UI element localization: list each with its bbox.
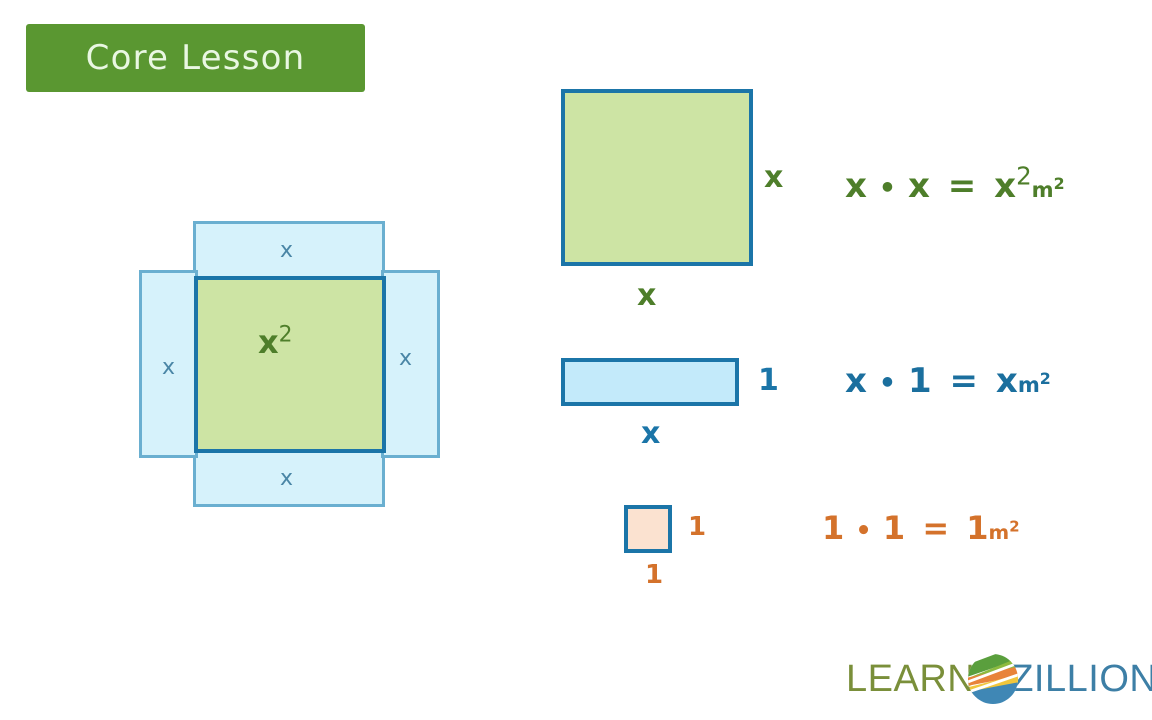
row3-eq-unit-exponent: 2: [1009, 517, 1020, 536]
row1-eq-unit-exponent: 2: [1053, 173, 1065, 193]
net-left-flap: [139, 270, 198, 458]
learnzillion-logo: LEARN ZILLION: [846, 651, 1152, 707]
row1-equation: x • x = x2m2: [845, 164, 1065, 206]
row2-eq-left-a: x: [845, 361, 867, 401]
row3-equation: 1 • 1 = 1m2: [822, 512, 1020, 545]
logo-zillion-text: ZILLION: [1010, 657, 1152, 700]
net-left-flap-label: x: [162, 355, 176, 380]
row3-eq-result: 1: [966, 509, 989, 547]
row2-eq-unit: m2: [1017, 368, 1051, 397]
row1-bottom-label: x: [637, 278, 657, 313]
globe-icon: [967, 653, 1019, 705]
row3-eq-operator: •: [855, 516, 872, 546]
row2-bottom-label: x: [641, 416, 661, 451]
row1-eq-result-exponent: 2: [1016, 161, 1032, 191]
row1-eq-operator: •: [878, 173, 897, 204]
row2-side-label: 1: [758, 363, 779, 398]
row2-eq-unit-base: m: [1017, 372, 1040, 397]
net-center-base: x: [258, 323, 279, 361]
net-center-square: [194, 276, 386, 453]
net-center-square-label: x2: [258, 323, 292, 361]
net-right-flap-label: x: [399, 346, 413, 371]
core-lesson-badge: Core Lesson: [26, 24, 365, 92]
row1-eq-unit: m2: [1031, 173, 1065, 202]
core-lesson-badge-label: Core Lesson: [85, 38, 306, 78]
row1-eq-unit-base: m: [1031, 177, 1054, 202]
net-bottom-flap-label: x: [280, 466, 294, 491]
net-bottom-flap: [193, 448, 385, 507]
row3-eq-equals: =: [922, 509, 950, 547]
row2-eq-unit-exponent: 2: [1039, 368, 1051, 388]
row1-eq-equals: =: [947, 166, 977, 206]
row3-bottom-label: 1: [645, 560, 664, 590]
row3-eq-unit: m2: [988, 519, 1020, 544]
row1-eq-result: x: [994, 166, 1017, 206]
row1-side-label: x: [764, 160, 784, 195]
row2-equation: x • 1 = xm2: [845, 364, 1051, 398]
row3-eq-unit-base: m: [988, 521, 1010, 544]
row1-eq-left-b: x: [908, 166, 930, 206]
row1-eq-left-a: x: [845, 166, 867, 206]
row2-eq-equals: =: [949, 361, 979, 401]
row2-eq-result: x: [995, 361, 1018, 401]
net-top-flap-label: x: [280, 238, 294, 263]
row3-eq-left-a: 1: [822, 509, 845, 547]
row2-blue-rectangle: [561, 358, 739, 406]
net-center-exponent: 2: [278, 322, 293, 348]
row2-eq-left-b: 1: [908, 361, 932, 401]
net-right-flap: [381, 270, 440, 458]
row1-green-square: [561, 89, 753, 266]
logo-learn-text: LEARN: [846, 657, 976, 700]
row3-peach-square: [624, 505, 672, 553]
row2-eq-operator: •: [878, 368, 897, 399]
row3-side-label: 1: [688, 512, 707, 542]
row3-eq-left-b: 1: [882, 509, 906, 547]
